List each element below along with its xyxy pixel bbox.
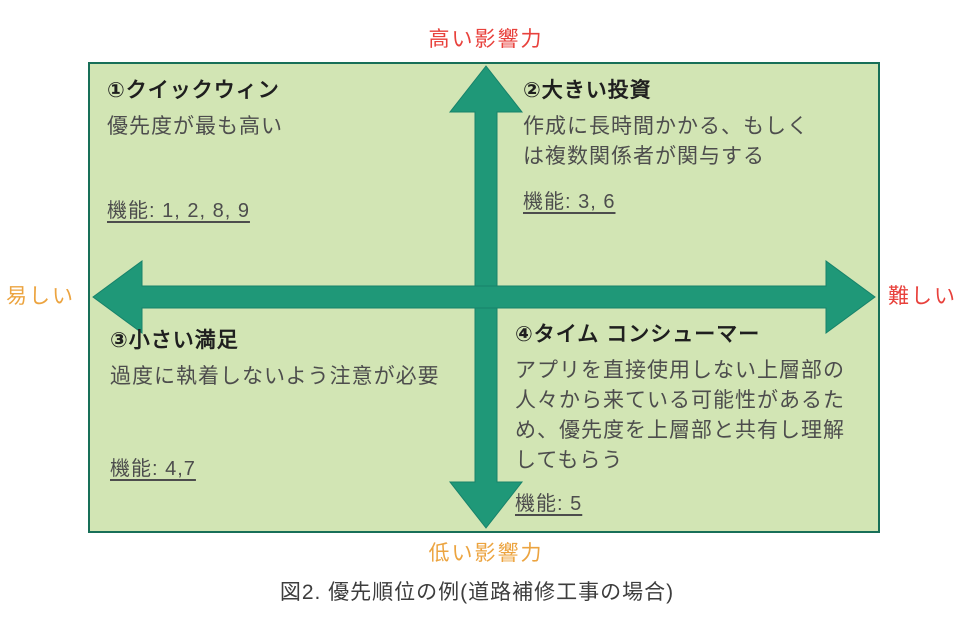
quadrant-features: 機能: 1, 2, 8, 9 bbox=[107, 200, 250, 222]
quadrant-time-consumer: ④タイム コンシューマー アプリを直接使用しない上層部の 人々から来ている可能性… bbox=[515, 320, 887, 518]
axis-label-low-impact: 低い影響力 bbox=[428, 542, 544, 565]
quadrant-quick-win: ①クイックウィン 優先度が最も高い 機能: 1, 2, 8, 9 bbox=[107, 76, 467, 225]
quadrant-description: 作成に長時間かかる、もしく は複数関係者が関与する bbox=[523, 115, 809, 168]
horizontal-double-arrow bbox=[92, 260, 876, 334]
quadrant-description: 優先度が最も高い bbox=[107, 115, 283, 138]
axes-cross bbox=[92, 65, 876, 529]
axis-label-difficult: 難しい bbox=[888, 285, 957, 308]
quadrant-title: ④タイム コンシューマー bbox=[515, 323, 761, 346]
quadrant-title: ②大きい投資 bbox=[523, 79, 652, 102]
quadrant-big-investment: ②大きい投資 作成に長時間かかる、もしく は複数関係者が関与する 機能: 3, … bbox=[523, 76, 873, 216]
axis-label-high-impact: 高い影響力 bbox=[428, 28, 544, 51]
quadrant-features: 機能: 5 bbox=[515, 493, 583, 515]
matrix-box: ①クイックウィン 優先度が最も高い 機能: 1, 2, 8, 9 ②大きい投資 … bbox=[88, 62, 880, 533]
quadrant-description: アプリを直接使用しない上層部の 人々から来ている可能性があるた め、優先度を上層… bbox=[515, 359, 845, 472]
quadrant-title: ①クイックウィン bbox=[107, 79, 280, 102]
quadrant-description: 過度に執着しないよう注意が必要 bbox=[110, 365, 440, 388]
quadrant-title: ③小さい満足 bbox=[110, 329, 239, 352]
figure-caption: 図2. 優先順位の例(道路補修工事の場合) bbox=[279, 581, 675, 604]
quadrant-small-satisfaction: ③小さい満足 過度に執着しないよう注意が必要 機能: 4,7 bbox=[110, 326, 490, 483]
quadrant-features: 機能: 4,7 bbox=[110, 458, 196, 480]
axis-label-easy: 易しい bbox=[6, 285, 75, 308]
quadrant-features: 機能: 3, 6 bbox=[523, 191, 616, 213]
